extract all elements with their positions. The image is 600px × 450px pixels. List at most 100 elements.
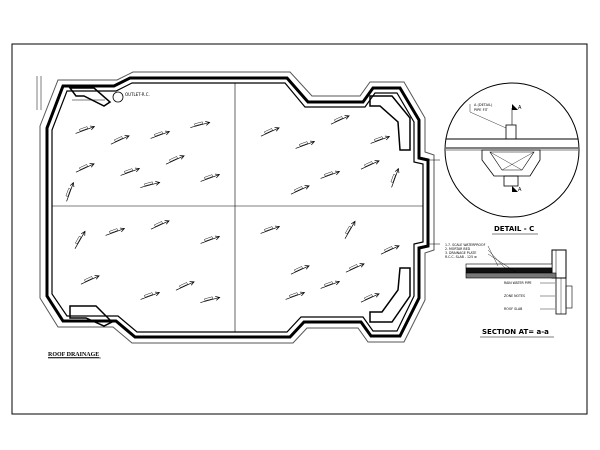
slope-arrow-shaft xyxy=(200,236,220,244)
slope-arrow xyxy=(295,140,316,149)
slope-arrow-tag xyxy=(144,181,154,187)
slope-arrow-head xyxy=(384,135,391,141)
slope-arrow-shaft xyxy=(140,182,160,188)
slope-arrow xyxy=(65,181,75,202)
slope-arrow-head xyxy=(179,155,185,160)
slope-arrow xyxy=(175,281,195,291)
slope-arrow-tag xyxy=(364,161,373,167)
slope-arrow xyxy=(80,275,100,285)
slope-arrow-shaft xyxy=(74,231,86,249)
slope-arrow-head xyxy=(334,170,341,176)
slope-arrow xyxy=(370,135,391,144)
slope-arrow-shaft xyxy=(345,263,365,273)
roof-edge-wall xyxy=(45,76,430,339)
corner-sump-bottom-left xyxy=(69,305,114,327)
roof-inner-line xyxy=(51,82,424,333)
slope-arrow-shaft xyxy=(290,265,310,275)
slope-arrow-head xyxy=(214,235,221,241)
detail-marker-bottom: A xyxy=(518,187,522,193)
slope-arrow-tag xyxy=(289,292,298,298)
slope-arrow-head xyxy=(215,296,221,301)
detail-circle xyxy=(444,82,580,218)
slope-arrow xyxy=(320,280,341,289)
parapet-outline xyxy=(39,71,435,344)
slope-arrow-head xyxy=(394,245,400,250)
corner-sump-top-right xyxy=(369,95,411,151)
slope-arrow xyxy=(75,163,95,173)
plan-title: ROOF DRAINAGE xyxy=(48,352,99,358)
slope-arrow-head xyxy=(334,280,341,286)
slope-arrows xyxy=(65,115,400,303)
slope-arrow-shaft xyxy=(66,182,74,202)
section-title: SECTION AT= a-a xyxy=(482,328,549,336)
plan-leader-right xyxy=(425,159,440,245)
slope-arrow-shaft xyxy=(360,293,380,303)
slope-arrow xyxy=(290,185,310,195)
detail-c: A A A (DETAIL) PIPE FIT xyxy=(444,82,580,218)
slope-arrow xyxy=(120,167,141,176)
slope-arrow-tag xyxy=(264,226,273,232)
sheet-border xyxy=(11,43,588,415)
slope-arrow-tag xyxy=(334,116,343,122)
slope-arrow-shaft xyxy=(80,275,100,285)
slope-arrow-tag xyxy=(294,266,303,272)
slope-arrow-shaft xyxy=(105,228,125,236)
detail-note-1: A (DETAIL) xyxy=(474,103,493,107)
slope-arrow-head xyxy=(81,230,86,236)
detail-marker-top: A xyxy=(518,105,522,111)
slope-arrow-head xyxy=(205,121,211,126)
slope-arrow-shaft xyxy=(165,155,185,165)
slope-arrow-tag xyxy=(65,188,71,197)
slope-arrow-shaft xyxy=(360,160,380,170)
slope-arrow xyxy=(360,293,380,303)
section-note-right-2: ZONE NOTES xyxy=(504,294,525,298)
slope-arrow-tag xyxy=(144,292,153,298)
slope-arrow-head xyxy=(214,173,221,179)
roof-plan: OUTLET-R.C. xyxy=(36,71,440,344)
slope-arrow-head xyxy=(189,281,195,286)
slope-arrow-tag xyxy=(299,141,308,147)
slope-arrow-tag xyxy=(109,228,118,234)
slope-arrow xyxy=(320,170,341,179)
slope-arrow xyxy=(150,220,170,230)
slope-arrow-shaft xyxy=(391,168,399,188)
slope-arrow xyxy=(344,220,356,239)
slope-arrow-shaft xyxy=(175,281,195,291)
slope-arrow-shaft xyxy=(150,131,170,139)
slope-arrow-shaft xyxy=(370,136,390,144)
slope-arrow-shaft xyxy=(200,297,220,303)
slope-arrow xyxy=(260,127,280,137)
corner-sump-bottom-right xyxy=(369,267,411,323)
slope-arrow xyxy=(390,167,400,188)
slope-arrow-shaft xyxy=(150,220,170,230)
slope-arrow-shaft xyxy=(285,292,305,300)
slope-arrow-shaft xyxy=(140,292,160,300)
outlet-label: OUTLET-R.C. xyxy=(125,92,150,97)
slope-arrow-tag xyxy=(169,156,178,162)
slope-arrow xyxy=(285,291,306,300)
slope-arrow-head xyxy=(351,220,356,226)
slope-arrow-shaft xyxy=(344,221,356,239)
slope-arrow-tag xyxy=(364,294,373,300)
slope-arrow-shaft xyxy=(75,163,95,173)
detail-note-2: PIPE FIT xyxy=(474,108,489,112)
slope-arrow-head xyxy=(89,125,96,131)
slope-arrow-tag xyxy=(345,225,352,235)
slope-arrow-head xyxy=(274,225,281,231)
slope-arrow-head xyxy=(134,167,141,173)
slope-arrow-head xyxy=(344,115,350,120)
slope-arrow-shaft xyxy=(320,171,340,179)
slab-layer xyxy=(465,272,557,279)
slope-arrow-tag xyxy=(324,281,333,287)
slope-arrow-tag xyxy=(204,296,214,302)
slope-arrow-tag xyxy=(154,221,163,227)
slope-arrow xyxy=(140,291,161,300)
slope-arrow xyxy=(345,263,365,273)
slope-arrow xyxy=(140,181,161,188)
slope-arrow-tag xyxy=(349,264,358,270)
slope-arrow-head xyxy=(394,167,400,174)
slope-arrow-shaft xyxy=(260,127,280,137)
slope-arrow-tag xyxy=(124,168,133,174)
slope-arrow-head xyxy=(374,160,380,165)
